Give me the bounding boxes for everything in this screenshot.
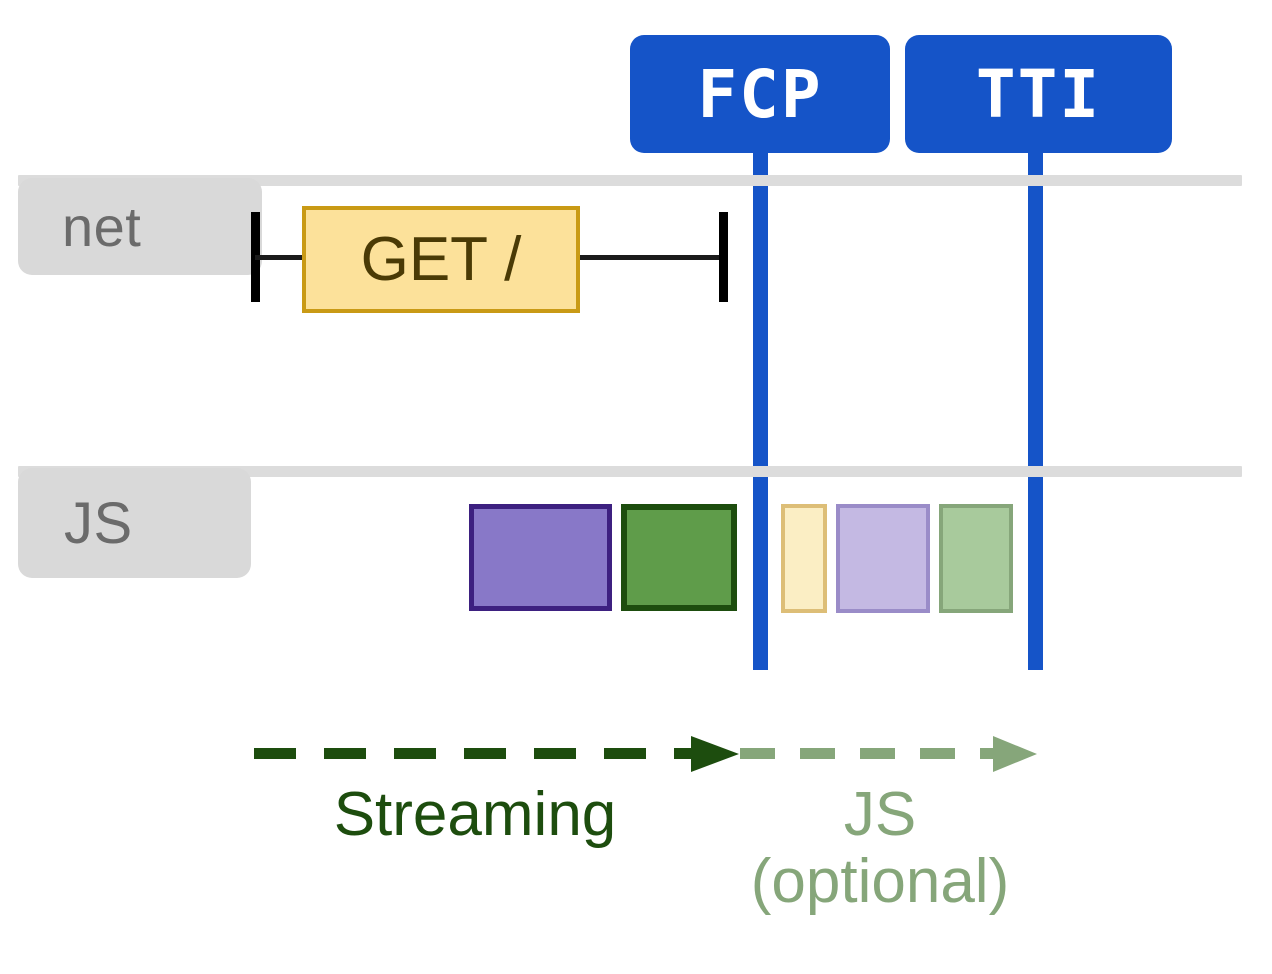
js-task-block-optional-task-3[interactable] — [939, 504, 1013, 613]
phase-arrow-streaming-line — [254, 748, 700, 759]
phase-arrow-js-optional-line — [740, 748, 1002, 759]
milestone-badge-tti[interactable]: TTI — [905, 35, 1172, 153]
js-task-block-optional-task-1[interactable] — [781, 504, 827, 613]
phase-arrow-streaming — [254, 736, 739, 772]
phase-arrow-js-optional-head — [993, 736, 1037, 772]
phase-label-js-optional: JS (optional) — [715, 780, 1045, 916]
net-whisker-bar-right — [577, 255, 724, 260]
phase-arrow-js-optional — [740, 736, 1040, 772]
network-request-label: GET / — [360, 225, 522, 294]
net-track-line — [18, 175, 1242, 186]
tti-marker-line — [1028, 35, 1043, 670]
phase-label-js-optional-line2: (optional) — [750, 846, 1010, 916]
row-label-js: JS — [18, 468, 251, 578]
js-task-block-hydration-task-2[interactable] — [621, 504, 737, 611]
js-task-block-hydration-task-1[interactable] — [469, 504, 612, 611]
fcp-marker-line — [753, 35, 768, 670]
milestone-badge-fcp[interactable]: FCP — [630, 35, 890, 153]
milestone-badge-tti-label: TTI — [975, 55, 1102, 133]
row-label-net-text: net — [62, 195, 142, 258]
net-whisker-bar-left — [255, 255, 305, 260]
phase-arrow-streaming-head — [691, 736, 739, 772]
js-track-line — [18, 466, 1242, 477]
row-label-js-text: JS — [64, 490, 133, 556]
phase-label-streaming: Streaming — [245, 780, 705, 849]
network-request-get-root[interactable]: GET / — [302, 206, 580, 313]
phase-label-streaming-line1: Streaming — [333, 780, 617, 849]
row-label-net: net — [18, 178, 262, 275]
milestone-badge-fcp-label: FCP — [697, 55, 823, 133]
js-task-block-optional-task-2[interactable] — [836, 504, 930, 613]
net-whisker-right-tick — [719, 212, 728, 302]
phase-label-js-optional-line1: JS — [843, 780, 917, 849]
